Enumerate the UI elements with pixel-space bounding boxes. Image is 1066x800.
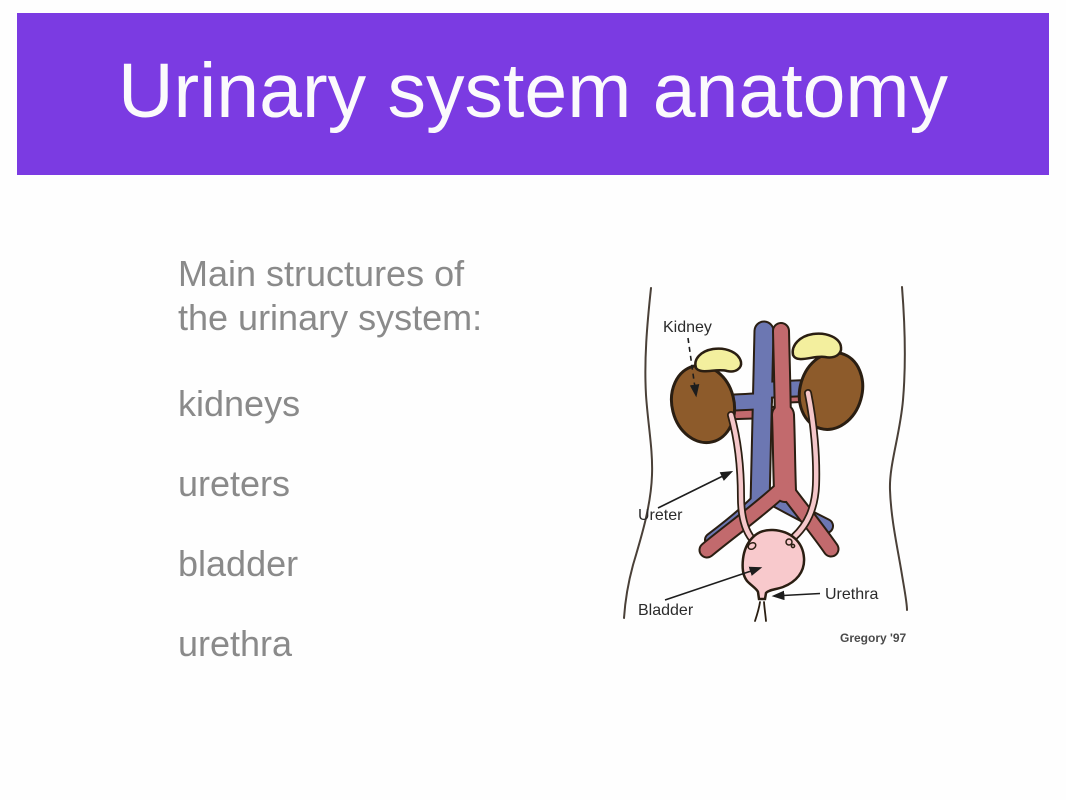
list-item-label: kidneys xyxy=(178,382,301,424)
left-adrenal-gland xyxy=(694,347,743,373)
list-item-label: urethra xyxy=(178,622,293,664)
bullet-cell xyxy=(122,542,178,586)
list-item: ureters xyxy=(122,462,552,506)
list-item: bladder xyxy=(122,542,552,586)
ureter-orifices xyxy=(747,538,796,551)
bullet-cell xyxy=(122,462,178,506)
list-item: urethra xyxy=(122,622,552,666)
aorta-arteries xyxy=(698,322,840,559)
urethra-pointer-arrow xyxy=(771,590,821,601)
left-kidney-shape xyxy=(669,363,737,445)
bladder-shape xyxy=(741,528,806,601)
bullet-cell xyxy=(122,622,178,666)
bullet-list: Main structures of the urinary system: k… xyxy=(122,252,552,701)
list-item-label: Main structures of the urinary system: xyxy=(178,253,483,338)
right-adrenal-gland xyxy=(791,332,843,361)
list-item: kidneys xyxy=(122,382,552,426)
ureter-pointer-arrow xyxy=(657,470,734,509)
ureters xyxy=(727,389,821,543)
list-item: Main structures of the urinary system: xyxy=(122,252,552,340)
diagram-attribution: Gregory '97 xyxy=(840,631,907,645)
urethra-shape xyxy=(754,601,767,622)
bullet-cell xyxy=(122,382,178,426)
list-item-label: ureters xyxy=(178,462,291,504)
diagram-label-kidney: Kidney xyxy=(663,319,712,336)
bladder-pointer-arrow xyxy=(664,566,763,601)
list-item-label: bladder xyxy=(178,542,299,584)
title-banner: Urinary system anatomy xyxy=(17,13,1049,175)
diagram-label-urethra: Urethra xyxy=(825,586,878,603)
slide-title: Urinary system anatomy xyxy=(117,47,949,134)
urinary-system-diagram: Kidney Ureter Bladder Urethra Gregory '9… xyxy=(623,286,908,645)
diagram-label-ureter: Ureter xyxy=(638,507,683,524)
diagram-label-bladder: Bladder xyxy=(638,602,694,619)
torso-outline xyxy=(623,286,908,619)
kidney-pointer-arrow xyxy=(687,337,700,398)
right-kidney-shape xyxy=(797,351,865,431)
bullet-cell xyxy=(122,252,178,296)
